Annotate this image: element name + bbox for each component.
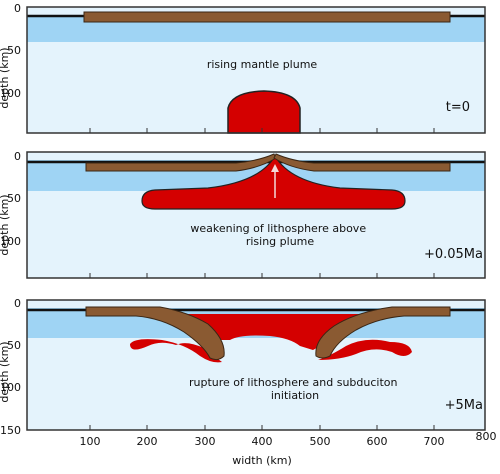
panel-2: weakening of lithosphere above rising pl… [0, 150, 486, 279]
panel-3-slab-left [85, 306, 225, 361]
x-axis: 100 200 300 400 500 600 700 800 width (k… [80, 430, 497, 467]
panel-1: rising mantle plume t=0 0 50 100 depth (… [0, 2, 486, 134]
panel-3-plume-spread [186, 314, 360, 350]
panel-1-x-ticks [89, 128, 435, 133]
x-tick-100: 100 [80, 435, 101, 448]
panel-3-y-tick-100: 100 [0, 381, 21, 394]
x-tick-600: 600 [367, 435, 388, 448]
panel-3-plume-left-lobe [130, 339, 222, 363]
panel-1-time-label: t=0 [446, 100, 470, 115]
panel-3-y-tick-50: 50 [7, 339, 21, 352]
panel-2-caption: weakening of lithosphere above rising pl… [190, 222, 369, 248]
x-tick-200: 200 [137, 435, 158, 448]
panel-3-y-axis-label: depth (km) [0, 341, 11, 402]
panel-2-plate-right [273, 153, 451, 172]
panel-3-caption: rupture of lithosphere and subduciton in… [189, 376, 401, 402]
panel-1-y-axis-label: depth (km) [0, 47, 11, 108]
panel-3-x-ticks [89, 425, 435, 430]
panel-2-x-ticks [89, 273, 435, 278]
panel-2-plume-head [141, 154, 406, 210]
panel-2-uplift-arrow-head [271, 164, 279, 172]
panel-2-caption-line-2: rising plume [246, 235, 315, 248]
panel-1-frame [26, 6, 486, 134]
panel-1-y-tick-100: 100 [0, 87, 21, 100]
panel-3-plume-right-lobe [318, 339, 412, 360]
panel-2-frame [26, 151, 486, 279]
x-tick-700: 700 [424, 435, 445, 448]
panel-3-slab-right [315, 306, 451, 359]
panel-1-caption-line-1: rising mantle plume [207, 58, 318, 71]
panel-1-y-tick-0: 0 [14, 2, 21, 15]
panel-3-time-label: +5Ma [445, 398, 483, 413]
x-tick-300: 300 [195, 435, 216, 448]
panel-3-caption-line-2: initiation [271, 389, 319, 402]
panel-2-time-label: +0.05Ma [424, 247, 483, 262]
panel-1-y-tick-50: 50 [7, 44, 21, 57]
panel-3-y-tick-0: 0 [14, 297, 21, 310]
panel-2-caption-line-1: weakening of lithosphere above [190, 222, 366, 235]
panel-3-y-tick-150: 150 [0, 424, 21, 437]
x-tick-500: 500 [310, 435, 331, 448]
panel-2-y-tick-0: 0 [14, 150, 21, 163]
panel-1-caption: rising mantle plume [207, 58, 318, 71]
panel-2-y-tick-100: 100 [0, 235, 21, 248]
panel-3-caption-line-1: rupture of lithosphere and subduciton [189, 376, 398, 389]
x-tick-800: 800 [476, 430, 497, 443]
panel-3: rupture of lithosphere and subduciton in… [0, 297, 486, 437]
panel-2-y-axis-label: depth (km) [0, 194, 11, 255]
x-axis-label: width (km) [232, 454, 292, 467]
panel-1-plume-head [227, 90, 301, 134]
x-tick-400: 400 [252, 435, 273, 448]
panel-1-plate [83, 11, 451, 23]
panel-2-y-tick-50: 50 [7, 192, 21, 205]
panel-3-frame [26, 299, 486, 431]
